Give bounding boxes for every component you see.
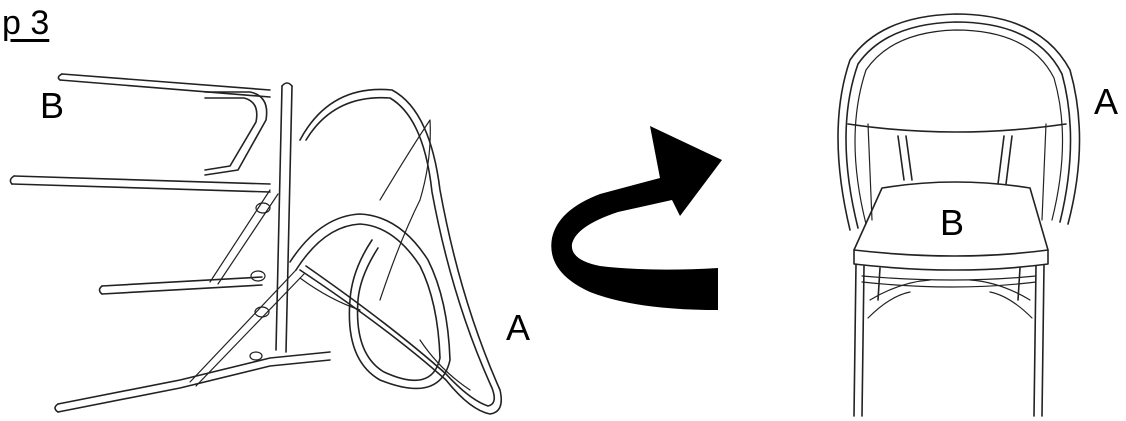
part-label-a-left: A bbox=[506, 310, 530, 346]
part-label-a-right: A bbox=[1094, 84, 1118, 120]
step-label: p 3 bbox=[2, 6, 49, 40]
part-label-b-right: B bbox=[940, 205, 964, 241]
part-label-b-left: B bbox=[40, 88, 64, 124]
